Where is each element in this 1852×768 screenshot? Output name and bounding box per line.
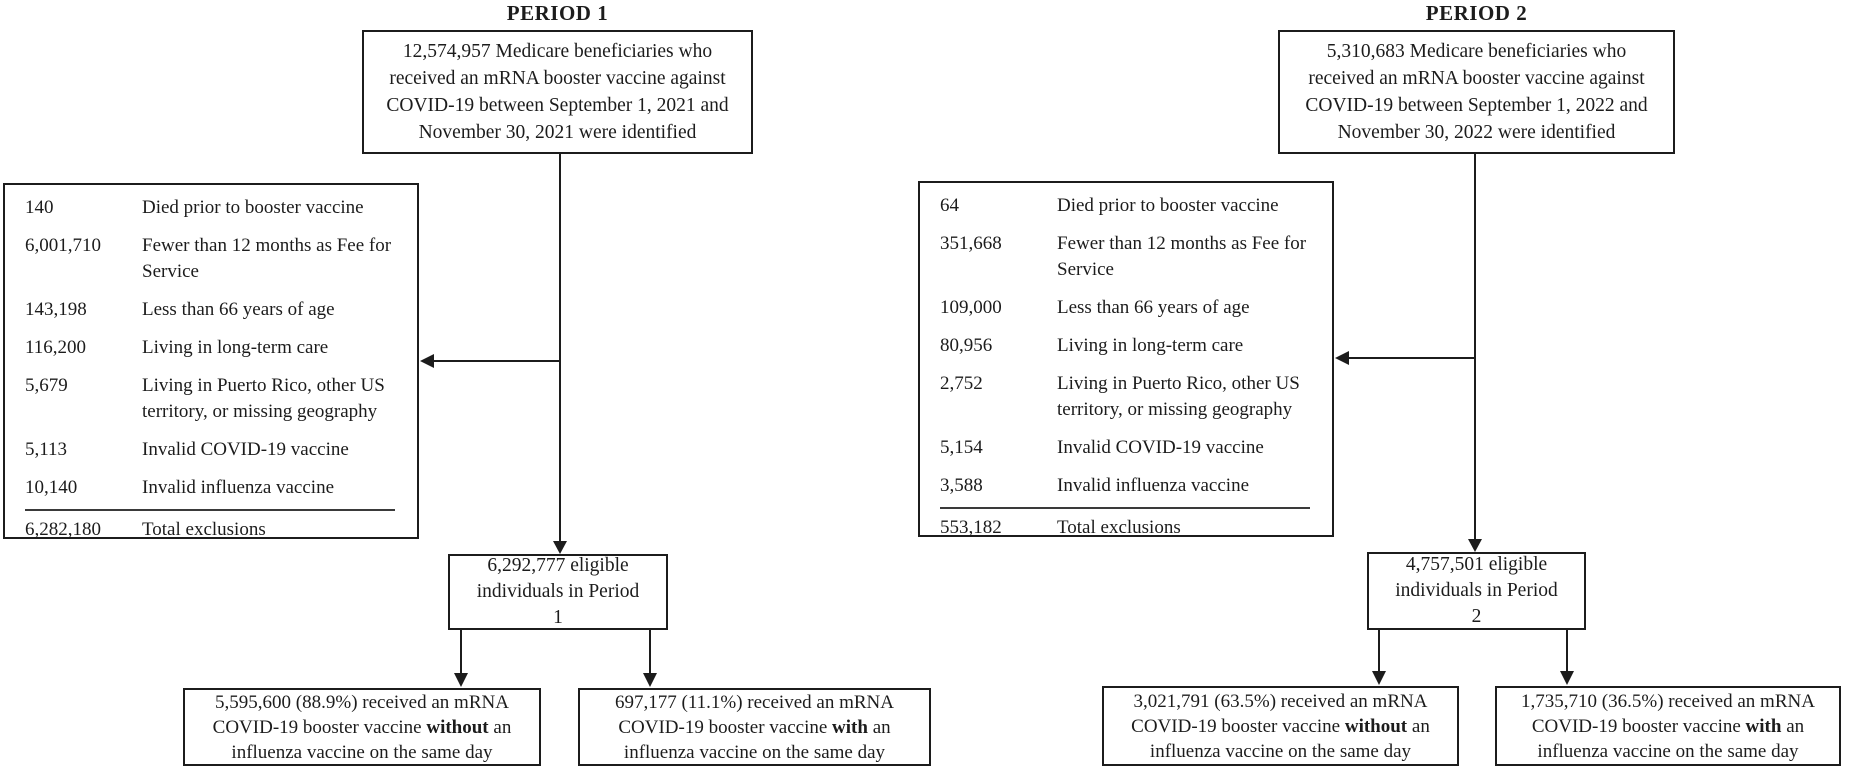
exclusion-label: Invalid COVID-19 vaccine	[142, 439, 349, 460]
exclusion-row: 6,001,710 Fewer than 12 months as Fee fo…	[25, 233, 397, 285]
exclusion-count: 5,679	[25, 375, 68, 396]
exclusion-row: 109,000 Less than 66 years of age	[940, 295, 1312, 321]
period1-outcome-right-arrow	[643, 630, 657, 687]
outcome-suffix: an influenza vaccine on the same day	[231, 716, 512, 763]
exclusion-count: 10,140	[25, 477, 78, 498]
exclusion-count: 5,113	[25, 439, 68, 460]
total-separator-line	[940, 507, 1310, 509]
period1-outcome-left-arrow	[454, 630, 468, 687]
outcome-prefix: 3,021,791 (63.5%) received an mRNA COVID…	[1131, 690, 1428, 737]
total-exclusions-label: Total exclusions	[142, 519, 266, 540]
exclusion-label: Living in long-term care	[1057, 335, 1244, 356]
exclusion-count: 80,956	[940, 335, 993, 356]
outcome-bold-word: without	[1344, 715, 1408, 737]
period2-eligible-text: 4,757,501 eligible individuals in Period…	[1395, 554, 1558, 627]
period1-eligible-box: 6,292,777 eligible individuals in Period…	[448, 554, 668, 630]
exclusion-count: 64	[940, 195, 959, 216]
period1-main-down-arrow	[553, 154, 567, 554]
exclusion-label: Less than 66 years of age	[1057, 297, 1250, 318]
outcome-bold-word: without	[426, 716, 489, 738]
period1-identified-text: 12,574,957 Medicare beneficiaries who re…	[386, 41, 729, 143]
period2-identified-box: 5,310,683 Medicare beneficiaries who rec…	[1278, 30, 1675, 154]
period2-eligible-box: 4,757,501 eligible individuals in Period…	[1367, 552, 1586, 630]
period1-outcome-with-text: 697,177 (11.1%) received an mRNA COVID-1…	[588, 690, 921, 765]
exclusion-count: 109,000	[940, 297, 1002, 318]
exclusion-row: 5,113 Invalid COVID-19 vaccine	[25, 437, 397, 463]
outcome-bold-word: with	[832, 716, 868, 738]
period1-outcome-with-box: 697,177 (11.1%) received an mRNA COVID-1…	[578, 688, 931, 766]
exclusion-row: 351,668 Fewer than 12 months as Fee for …	[940, 231, 1312, 283]
period2-outcome-left-arrow	[1372, 630, 1386, 685]
outcome-prefix: 1,735,710 (36.5%) received an mRNA COVID…	[1521, 690, 1815, 737]
outcome-bold-word: with	[1745, 715, 1782, 737]
period1-title: PERIOD 1	[506, 1, 609, 25]
exclusion-row: 10,140 Invalid influenza vaccine	[25, 475, 397, 501]
exclusion-row: 5,154 Invalid COVID-19 vaccine	[940, 435, 1312, 461]
period2-main-down-arrow	[1468, 154, 1482, 552]
period2-outcome-without-box: 3,021,791 (63.5%) received an mRNA COVID…	[1102, 686, 1459, 766]
total-exclusions-row: 6,282,180 Total exclusions	[25, 517, 397, 543]
exclusion-label: Fewer than 12 months as Fee for Service	[1057, 233, 1307, 280]
total-exclusions-label: Total exclusions	[1057, 517, 1181, 538]
exclusion-label: Living in Puerto Rico, other US territor…	[1057, 373, 1300, 420]
exclusion-row: 5,679 Living in Puerto Rico, other US te…	[25, 373, 397, 425]
exclusion-label: Less than 66 years of age	[142, 299, 335, 320]
exclusion-row: 3,588 Invalid influenza vaccine	[940, 473, 1312, 499]
exclusion-label: Died prior to booster vaccine	[1057, 195, 1279, 216]
exclusion-count: 2,752	[940, 373, 983, 394]
outcome-prefix: 5,595,600 (88.9%) received an mRNA COVID…	[212, 691, 509, 738]
period2-exclusion-left-arrow	[1335, 351, 1475, 365]
exclusion-row: 143,198 Less than 66 years of age	[25, 297, 397, 323]
exclusion-count: 5,154	[940, 437, 983, 458]
exclusion-count: 6,001,710	[25, 235, 101, 256]
exclusion-label: Invalid influenza vaccine	[142, 477, 335, 498]
period1-eligible-text: 6,292,777 eligible individuals in Period…	[476, 555, 640, 628]
period1-identified-box: 12,574,957 Medicare beneficiaries who re…	[362, 30, 753, 154]
outcome-suffix: an influenza vaccine on the same day	[1149, 715, 1430, 762]
exclusion-count: 140	[25, 197, 54, 218]
exclusion-row: 2,752 Living in Puerto Rico, other US te…	[940, 371, 1312, 423]
exclusion-count: 143,198	[25, 299, 87, 320]
period1-exclusions-box: 140 Died prior to booster vaccine 6,001,…	[3, 183, 419, 540]
exclusion-label: Invalid COVID-19 vaccine	[1057, 437, 1264, 458]
total-exclusions-count: 553,182	[940, 517, 1002, 538]
exclusion-label: Invalid influenza vaccine	[1057, 475, 1250, 496]
exclusion-label: Living in Puerto Rico, other US territor…	[142, 375, 385, 422]
outcome-prefix: 697,177 (11.1%) received an mRNA COVID-1…	[615, 691, 894, 738]
exclusion-count: 3,588	[940, 475, 983, 496]
period2-exclusions-box: 64 Died prior to booster vaccine 351,668…	[918, 181, 1334, 538]
period2-outcome-with-box: 1,735,710 (36.5%) received an mRNA COVID…	[1495, 686, 1841, 766]
exclusion-row: 116,200 Living in long-term care	[25, 335, 397, 361]
exclusion-row: 80,956 Living in long-term care	[940, 333, 1312, 359]
total-exclusions-row: 553,182 Total exclusions	[940, 515, 1312, 541]
period2-title: PERIOD 2	[1425, 1, 1528, 25]
exclusion-label: Living in long-term care	[142, 337, 329, 358]
exclusion-count: 351,668	[940, 233, 1002, 254]
period1-outcome-without-text: 5,595,600 (88.9%) received an mRNA COVID…	[193, 690, 531, 765]
exclusion-count: 116,200	[25, 337, 87, 358]
period2-outcome-without-text: 3,021,791 (63.5%) received an mRNA COVID…	[1112, 689, 1449, 764]
period2-outcome-with-text: 1,735,710 (36.5%) received an mRNA COVID…	[1505, 689, 1831, 764]
total-separator-line	[25, 509, 395, 511]
period2-identified-text: 5,310,683 Medicare beneficiaries who rec…	[1305, 41, 1648, 143]
exclusion-row: 64 Died prior to booster vaccine	[940, 193, 1312, 219]
exclusion-row: 140 Died prior to booster vaccine	[25, 195, 397, 221]
outcome-suffix: an influenza vaccine on the same day	[623, 716, 891, 763]
period1-exclusion-left-arrow	[420, 354, 560, 368]
exclusion-label: Fewer than 12 months as Fee for Service	[142, 235, 392, 282]
total-exclusions-count: 6,282,180	[25, 519, 101, 540]
period1-outcome-without-box: 5,595,600 (88.9%) received an mRNA COVID…	[183, 688, 541, 766]
period2-outcome-right-arrow	[1560, 630, 1574, 685]
outcome-suffix: an influenza vaccine on the same day	[1537, 715, 1805, 762]
exclusion-label: Died prior to booster vaccine	[142, 197, 364, 218]
